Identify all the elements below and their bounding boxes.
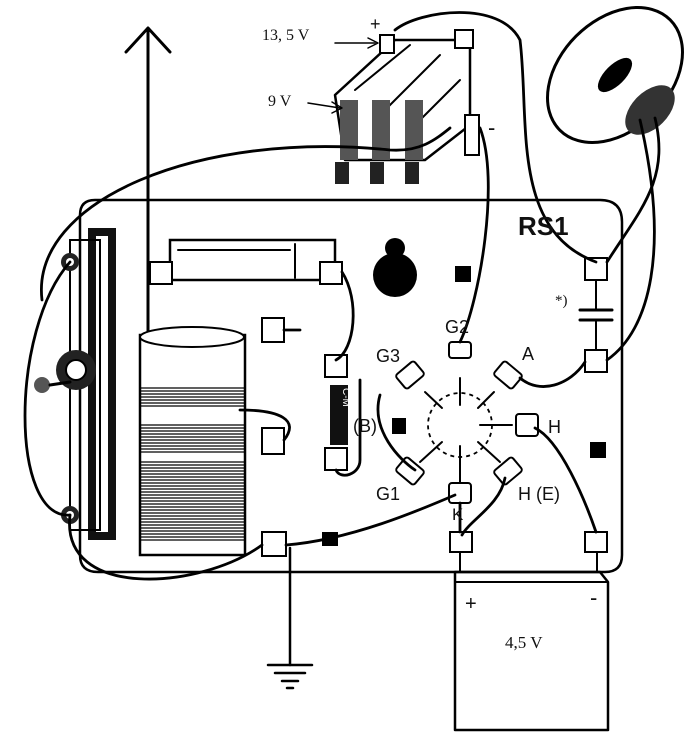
voltage-mid-label: 9 V bbox=[268, 93, 292, 110]
pin-label-b: (B) bbox=[353, 416, 377, 436]
mounting-hole bbox=[373, 238, 417, 297]
top-battery-minus: - bbox=[488, 115, 495, 140]
pin-label-g1: G1 bbox=[376, 484, 400, 504]
tube-socket bbox=[419, 377, 513, 483]
rivet-2 bbox=[392, 418, 406, 434]
speaker bbox=[546, 6, 684, 144]
pin-label-he: H (E) bbox=[518, 484, 560, 504]
wires bbox=[23, 11, 661, 581]
grid-resistor bbox=[324, 354, 348, 471]
pin-label-h: H bbox=[548, 417, 561, 437]
coil-winding-band bbox=[140, 424, 245, 453]
resistor-mark: C-M bbox=[340, 388, 351, 407]
rivet-1 bbox=[455, 266, 471, 282]
top-battery-pack bbox=[307, 29, 480, 184]
antenna-coil bbox=[138, 326, 247, 557]
tuning-capacitor bbox=[34, 228, 116, 540]
battery-minus: - bbox=[590, 585, 597, 610]
pin-label-g2: G2 bbox=[445, 317, 469, 337]
capacitor-note: *) bbox=[555, 293, 568, 309]
board-resistor-top bbox=[168, 238, 337, 282]
top-battery-plus: + bbox=[370, 14, 381, 34]
coil-clips bbox=[149, 261, 343, 557]
ground-symbol bbox=[266, 546, 314, 690]
pin-label-g3: G3 bbox=[376, 346, 400, 366]
board-label: RS1 bbox=[518, 211, 569, 241]
battery-voltage: 4,5 V bbox=[505, 633, 543, 652]
base-board bbox=[78, 198, 624, 574]
coupling-capacitor bbox=[578, 257, 614, 373]
coil-winding-band bbox=[140, 461, 245, 541]
rivet-3 bbox=[590, 442, 606, 458]
antenna-arrow bbox=[124, 26, 172, 342]
coil-winding-band bbox=[140, 387, 245, 407]
battery-plus: + bbox=[465, 593, 477, 615]
voltage-top-label: 13, 5 V bbox=[262, 27, 310, 44]
bottom-battery bbox=[449, 531, 610, 732]
pin-clips bbox=[395, 341, 539, 504]
pin-label-k: K bbox=[452, 505, 464, 524]
pin-label-a: A bbox=[522, 344, 534, 364]
